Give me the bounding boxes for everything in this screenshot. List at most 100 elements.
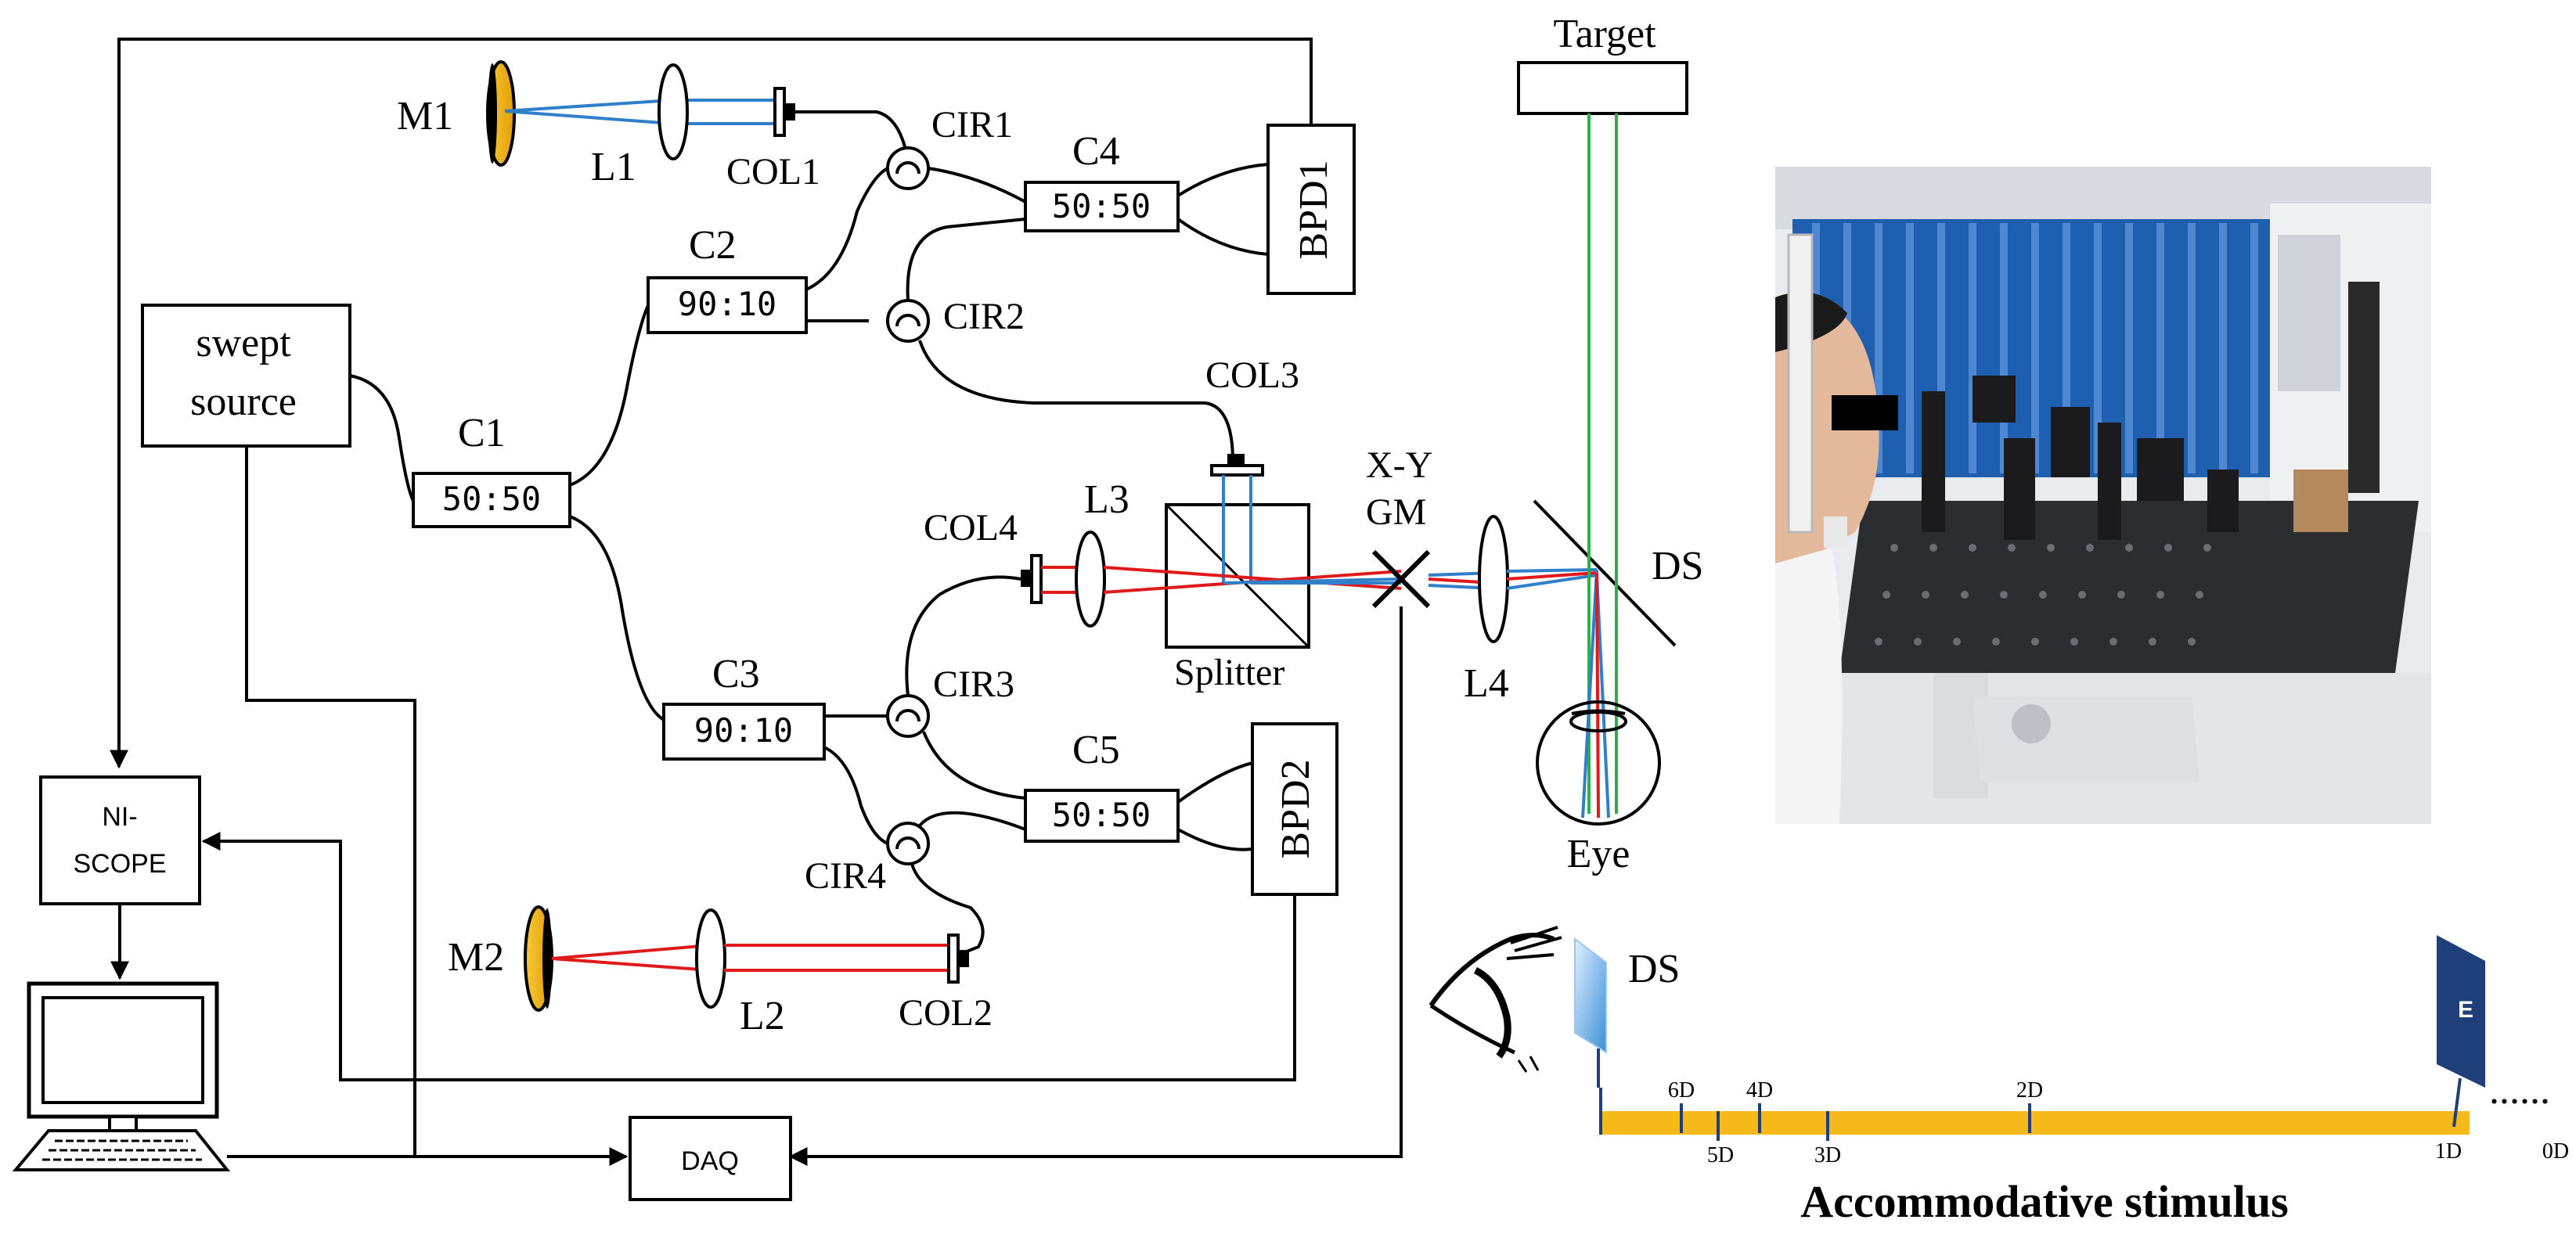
mirror-m1 <box>486 60 516 167</box>
label-l3: L3 <box>1084 477 1129 522</box>
beam-m2-l2 <box>551 944 712 972</box>
tick-6d: 6D <box>1668 1078 1695 1103</box>
dichroic-splitter <box>1533 499 1677 647</box>
fiber-cir4-c5 <box>918 811 1026 831</box>
label-c1: C1 <box>458 411 506 455</box>
beam-blue-splitter-gm <box>1223 577 1402 585</box>
tick-5d: 5D <box>1707 1143 1734 1167</box>
label-col3: COL3 <box>1205 354 1299 396</box>
fiber-cir3-c5 <box>922 731 1026 800</box>
fiber-c1-c3 <box>569 515 665 721</box>
tick-1d: 1D <box>2435 1139 2462 1164</box>
tick-4d: 4D <box>1746 1078 1773 1103</box>
lens-l4 <box>1478 515 1509 643</box>
label-c5: C5 <box>1072 728 1120 772</box>
coupler-c2 <box>647 276 808 334</box>
beam-ds-eye-blue <box>1581 569 1610 818</box>
collimator-col2 <box>947 934 969 984</box>
lens-l1 <box>658 63 689 160</box>
tick-2d: 2D <box>2016 1078 2043 1103</box>
label-l2: L2 <box>740 994 785 1038</box>
svg-text:E: E <box>2458 997 2473 1023</box>
lens-l2 <box>695 908 726 1009</box>
computer-icon <box>12 981 231 1171</box>
galvo-mirror <box>1371 549 1431 609</box>
tick-0d: 0D <box>2542 1139 2569 1164</box>
beam-l2-col2 <box>724 944 949 972</box>
label-l1: L1 <box>591 145 636 189</box>
label-c2: C2 <box>689 223 737 268</box>
coupler-c1-ratio: 50:50 <box>442 480 541 518</box>
dichroic-panel <box>1574 937 1607 1088</box>
label-ni-2: SCOPE <box>73 849 166 879</box>
fiber-cir2-c4 <box>906 218 1026 301</box>
stimulus-title: Accommodative stimulus <box>1800 1176 2288 1227</box>
coupler-c4 <box>1024 181 1180 232</box>
eye <box>1536 700 1661 826</box>
fiber-cir2-col3 <box>918 340 1234 462</box>
beam-l4-ds-red <box>1506 571 1598 581</box>
label-col4: COL4 <box>924 507 1018 549</box>
coupler-c5 <box>1024 789 1180 843</box>
lens-l3 <box>1075 531 1106 628</box>
label-bpd1: BPD1 <box>1292 160 1336 259</box>
setup-photo <box>1775 167 2431 824</box>
label-ni-1: NI- <box>102 802 137 832</box>
fiber-cir1-c4 <box>928 167 1026 203</box>
gm-to-daq-line <box>788 606 1403 1166</box>
fiber-source-c1 <box>349 374 415 502</box>
label-target: Target <box>1553 12 1656 56</box>
label-cir4: CIR4 <box>805 855 886 897</box>
fiber-c5-bpd2 <box>1176 761 1253 851</box>
label-cir1: CIR1 <box>931 104 1013 146</box>
fiber-cir3-col4 <box>905 575 1021 696</box>
beam-m1-l1 <box>504 99 779 125</box>
stimulus-ellipsis: ...... <box>2489 1068 2550 1113</box>
circulator-cir2 <box>886 299 930 343</box>
bpd1-to-niscope-line <box>110 38 1313 769</box>
label-l4: L4 <box>1464 661 1509 706</box>
coupler-c1 <box>412 472 571 528</box>
label-c3: C3 <box>712 652 760 696</box>
coupler-c2-ratio: 90:10 <box>678 285 776 323</box>
stimulus-bar <box>1601 1111 2470 1135</box>
coupler-c3-ratio: 90:10 <box>694 711 793 750</box>
label-ds: DS <box>1652 544 1703 588</box>
label-m1: M1 <box>397 94 453 139</box>
label-bpd2: BPD2 <box>1274 759 1318 858</box>
ni-scope <box>39 775 201 905</box>
mirror-m2 <box>524 905 553 1012</box>
coupler-c4-ratio: 50:50 <box>1052 187 1151 225</box>
circulator-cir1 <box>886 146 930 190</box>
label-c4: C4 <box>1072 129 1120 174</box>
fiber-c3-cir4 <box>823 746 888 845</box>
circulator-cir4 <box>886 822 930 865</box>
fiber-cir4-col2 <box>910 863 985 955</box>
coupler-c3 <box>662 703 826 761</box>
daq <box>629 1116 792 1201</box>
label-eye: Eye <box>1567 832 1630 876</box>
stimulus-ds-label: DS <box>1628 947 1680 991</box>
beam-l4-ds-blue <box>1506 568 1598 590</box>
collimator-col4 <box>1021 554 1043 604</box>
label-swept-1: swept <box>196 321 291 365</box>
label-m2: M2 <box>448 935 504 980</box>
target <box>1517 61 1688 115</box>
detector-bpd1 <box>1266 124 1356 295</box>
fiber-c2-cir1 <box>805 167 889 291</box>
label-cir2: CIR2 <box>943 296 1025 337</box>
coupler-c5-ratio: 50:50 <box>1052 796 1151 834</box>
label-daq: DAQ <box>681 1146 739 1176</box>
stimulus-ticks <box>1680 1103 2031 1141</box>
source-trigger-line <box>245 446 416 1157</box>
label-xy: X-Y <box>1366 444 1432 486</box>
label-col1: COL1 <box>726 151 820 192</box>
label-cir3: CIR3 <box>933 664 1014 705</box>
collimator-col3 <box>1210 454 1264 477</box>
bpd2-to-niscope-line <box>201 832 1296 1081</box>
tick-3d: 3D <box>1814 1143 1841 1167</box>
beam-col3-splitter <box>1222 475 1252 583</box>
target-panel: E <box>2437 935 2485 1128</box>
swept-source <box>141 304 351 448</box>
